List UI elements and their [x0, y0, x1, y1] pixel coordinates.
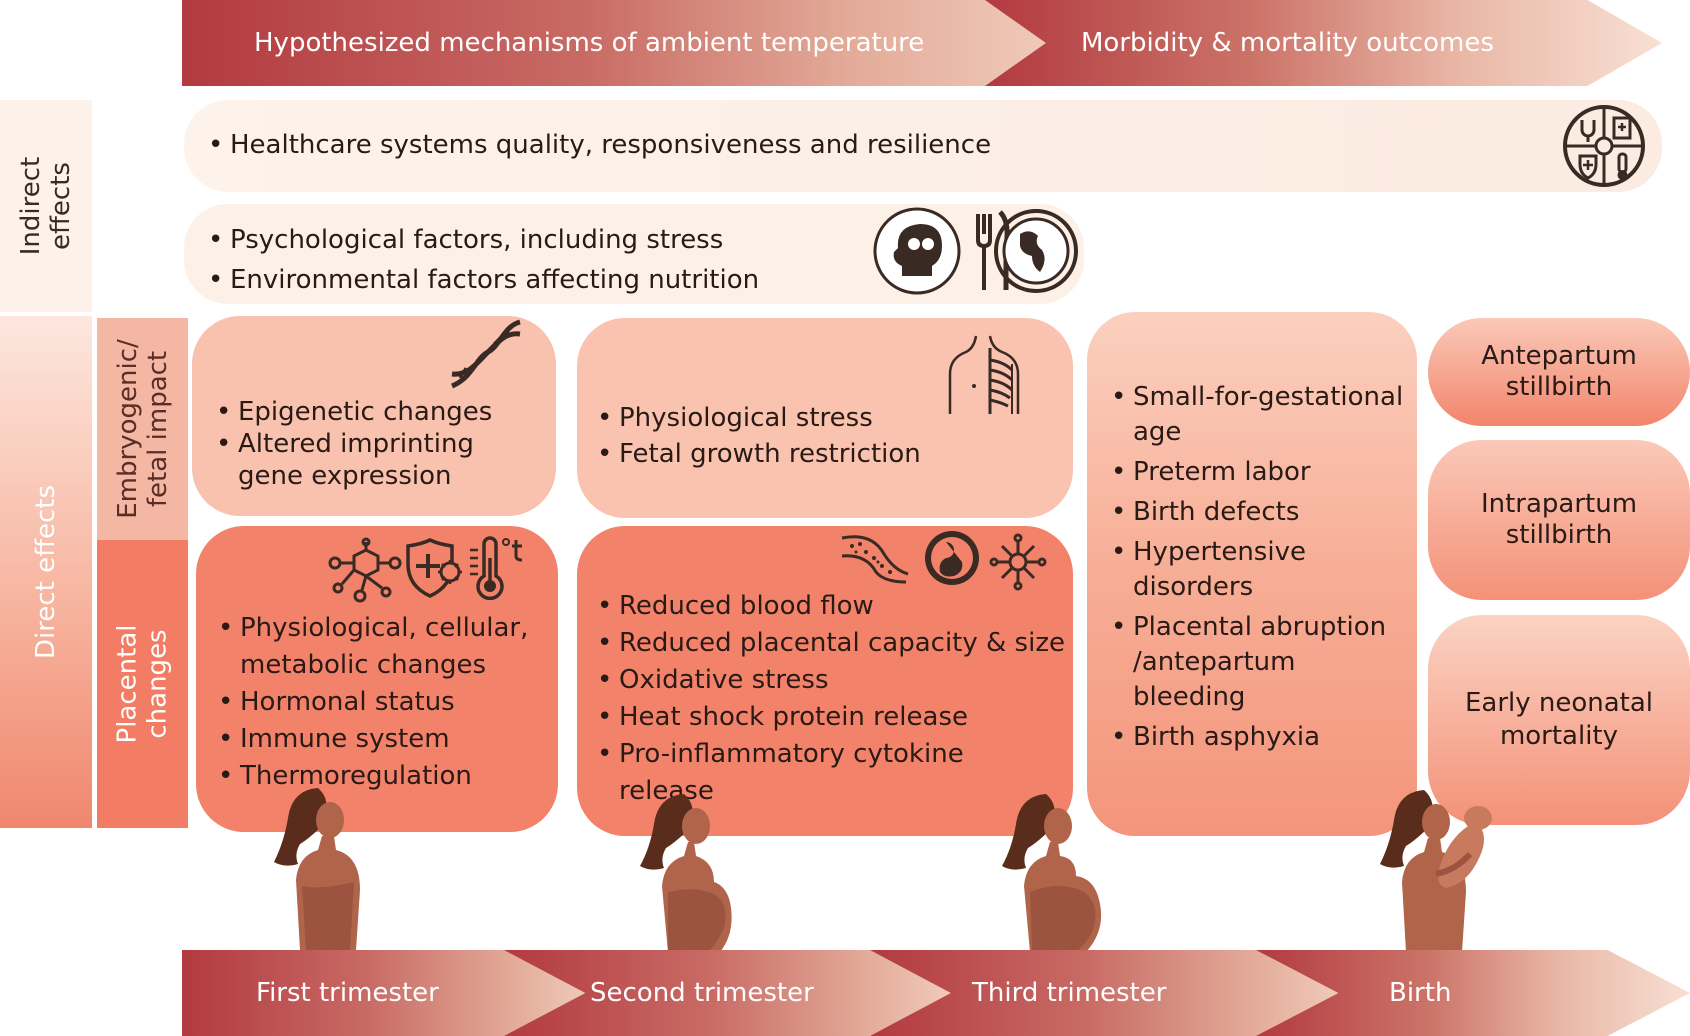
- placental-item: Heat shock protein release: [597, 699, 1065, 736]
- outcomes-box: Small-for-gestational agePreterm laborBi…: [1087, 312, 1417, 836]
- outcomes-header-label: Morbidity & mortality outcomes: [1081, 28, 1494, 58]
- anatomy-torso-icon: [948, 335, 1020, 414]
- thermometer-icon: [470, 536, 523, 601]
- blood-vessel-icon: [841, 535, 909, 584]
- placental-item: Pro-inflammatory cytokine release: [597, 736, 1065, 810]
- timeline-label: Birth: [1389, 978, 1452, 1008]
- healthcare-pill: Healthcare systems quality, responsivene…: [184, 100, 1662, 192]
- placental-item: Physiological, cellular, metabolic chang…: [218, 610, 550, 684]
- placental-item: Reduced blood flow: [597, 588, 1065, 625]
- outcome-item: Birth asphyxia: [1111, 720, 1407, 755]
- timeline-first-trimester: First trimester: [182, 950, 594, 1036]
- psychological-item: Psychological factors, including stress: [208, 220, 1084, 260]
- immune-shield-icon: [406, 538, 462, 598]
- embryogenic-item: Physiological stress: [597, 400, 1063, 436]
- embryogenic-item: Epigenetic changes: [216, 396, 546, 428]
- placental-item: Oxidative stress: [597, 662, 1065, 699]
- healthcare-system-icon: [1563, 105, 1645, 187]
- mechanisms-header-label: Hypothesized mechanisms of ambient tempe…: [254, 28, 925, 58]
- timeline-label: Third trimester: [972, 978, 1167, 1008]
- placental-item: Reduced placental capacity & size: [597, 625, 1065, 662]
- direct-effects-label: Direct effects: [0, 316, 92, 828]
- fetus-icon: [925, 531, 979, 585]
- cytokine-icon: [989, 533, 1047, 591]
- embryogenic-label: Embryogenic/fetal impact: [97, 318, 188, 540]
- environmental-item: Environmental factors affecting nutritio…: [208, 260, 1084, 300]
- outcomes-header-arrow: Morbidity & mortality outcomes: [985, 0, 1662, 86]
- outcome-item: Small-for-gestational age: [1111, 380, 1407, 450]
- woman-figure-second-trimester: [640, 794, 732, 952]
- timeline-label: First trimester: [256, 978, 439, 1008]
- woman-figure-first-trimester: [274, 788, 360, 950]
- mechanisms-header-arrow: Hypothesized mechanisms of ambient tempe…: [182, 0, 1070, 86]
- woman-figure-third-trimester: [1002, 794, 1102, 952]
- placental-item: Immune system: [218, 721, 550, 758]
- dna-icon: [450, 319, 521, 389]
- timeline-label: Second trimester: [590, 978, 814, 1008]
- embryogenic-item: Altered imprinting gene expression: [216, 428, 546, 492]
- molecule-icon: [328, 537, 402, 603]
- embryogenic-item: Fetal growth restriction: [597, 436, 1063, 472]
- outcome-item: Birth defects: [1111, 495, 1407, 530]
- placental-item: Hormonal status: [218, 684, 550, 721]
- outcome-item: Placental abruption /antepartum bleeding: [1111, 610, 1407, 715]
- healthcare-item: Healthcare systems quality, responsivene…: [208, 130, 1662, 160]
- nutrition-globe-icon: [976, 209, 1078, 293]
- outcome-item: Hypertensive disorders: [1111, 535, 1407, 605]
- placental-second-box: Reduced blood flowReduced placental capa…: [577, 526, 1073, 836]
- woman-with-baby-figure: [1380, 790, 1492, 952]
- psychology-head-icon: [873, 207, 961, 295]
- placental-item: Thermoregulation: [218, 758, 550, 795]
- timeline-second-trimester: Second trimester: [504, 950, 956, 1036]
- outcome-item: Preterm labor: [1111, 455, 1407, 490]
